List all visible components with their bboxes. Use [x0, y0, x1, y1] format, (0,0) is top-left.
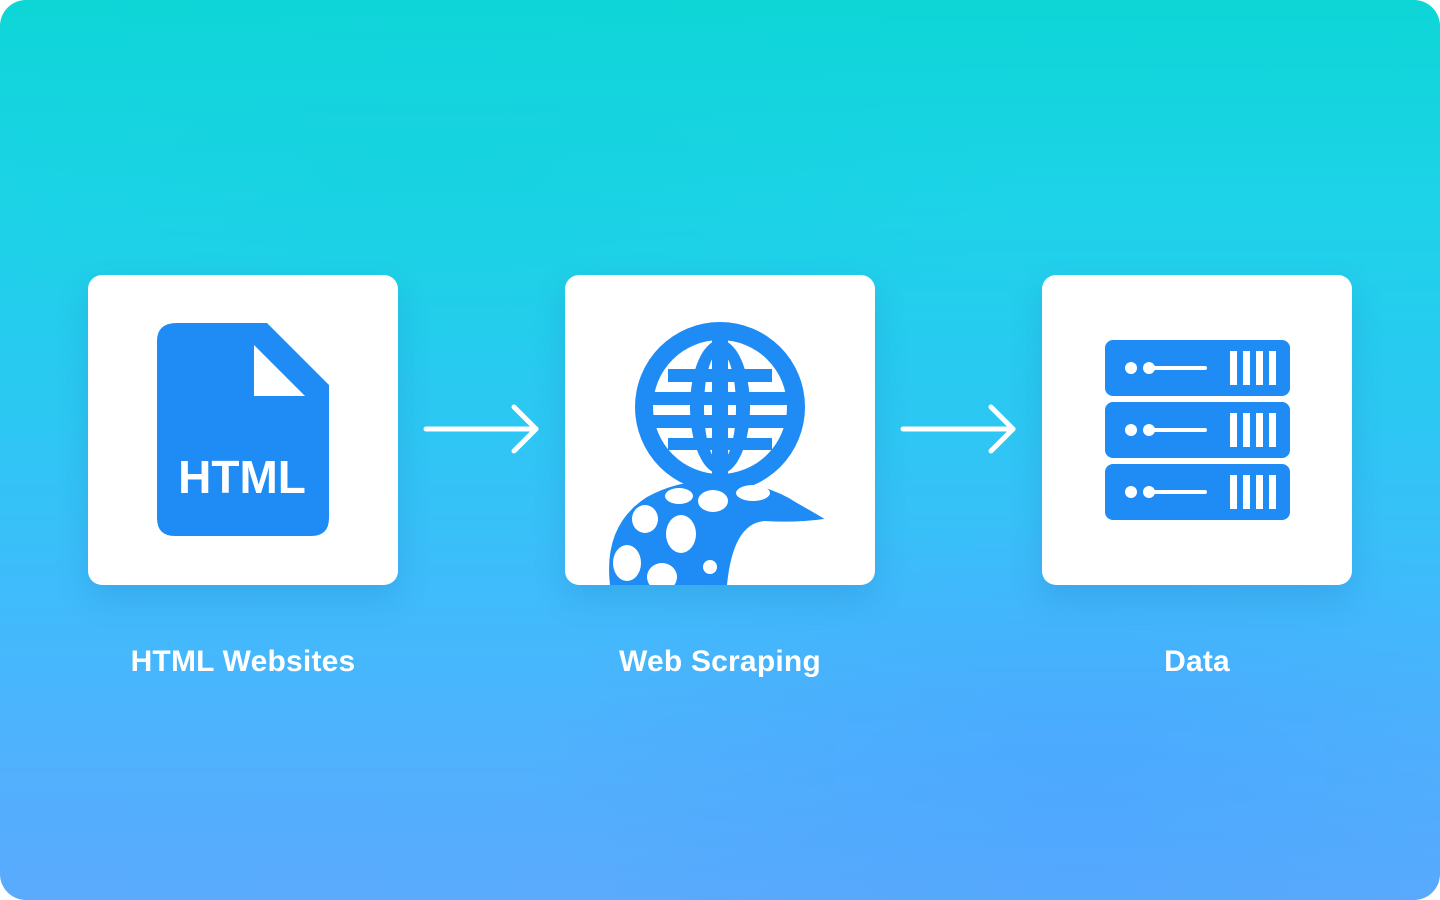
html-file-icon: HTML [157, 323, 329, 536]
globe-octopus-icon [609, 322, 825, 585]
server-unit-2 [1105, 402, 1290, 458]
html-websites-label: HTML Websites [130, 645, 356, 678]
data-label: Data [1164, 645, 1230, 678]
web-scraping-card [565, 275, 875, 585]
server-unit-3 [1105, 464, 1290, 520]
data-card [1042, 275, 1352, 585]
html-websites-card: HTML [88, 275, 398, 585]
arrow-right-icon [423, 404, 539, 454]
html-file-icon-text: HTML [178, 451, 306, 503]
arrow-right-icon [900, 404, 1016, 454]
web-scraping-label: Web Scraping [619, 645, 821, 678]
server-stack-icon [1105, 340, 1290, 520]
server-unit-1 [1105, 340, 1290, 396]
